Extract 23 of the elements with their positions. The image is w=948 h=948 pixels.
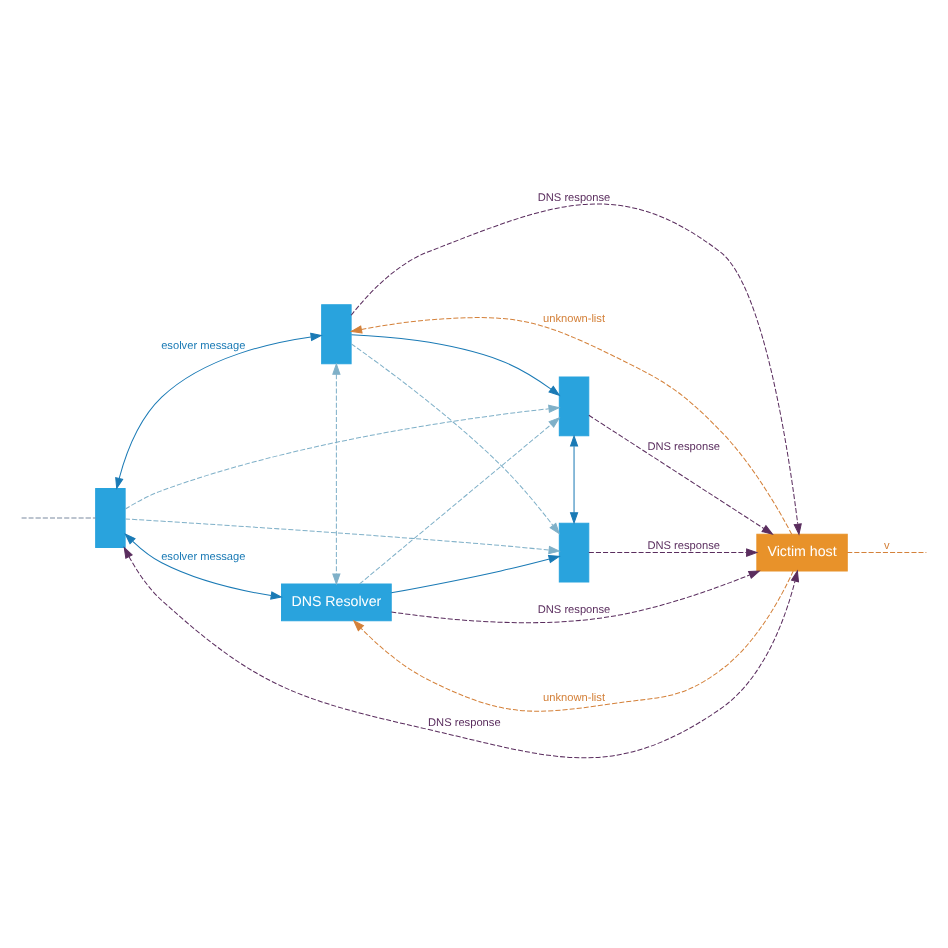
node-box bbox=[321, 303, 352, 364]
node-box bbox=[558, 375, 590, 436]
connector bbox=[21, 516, 97, 518]
arrow bbox=[350, 342, 561, 534]
arrow bbox=[390, 553, 561, 593]
arrow bbox=[350, 333, 561, 396]
arrow bbox=[390, 569, 761, 623]
arrow bbox=[124, 403, 561, 509]
arrow bbox=[588, 547, 759, 556]
arrow bbox=[332, 361, 341, 585]
arrow bbox=[359, 415, 561, 584]
arrow bbox=[350, 202, 802, 535]
arrow bbox=[569, 433, 579, 524]
arrow bbox=[115, 331, 323, 489]
arrow bbox=[349, 316, 793, 534]
arrow bbox=[352, 569, 794, 711]
arrow bbox=[123, 545, 800, 758]
arrow bbox=[124, 517, 561, 554]
node-box bbox=[95, 487, 126, 548]
node-box bbox=[558, 521, 590, 582]
arrow bbox=[124, 531, 283, 599]
connector bbox=[846, 551, 927, 553]
arrow bbox=[588, 413, 774, 534]
